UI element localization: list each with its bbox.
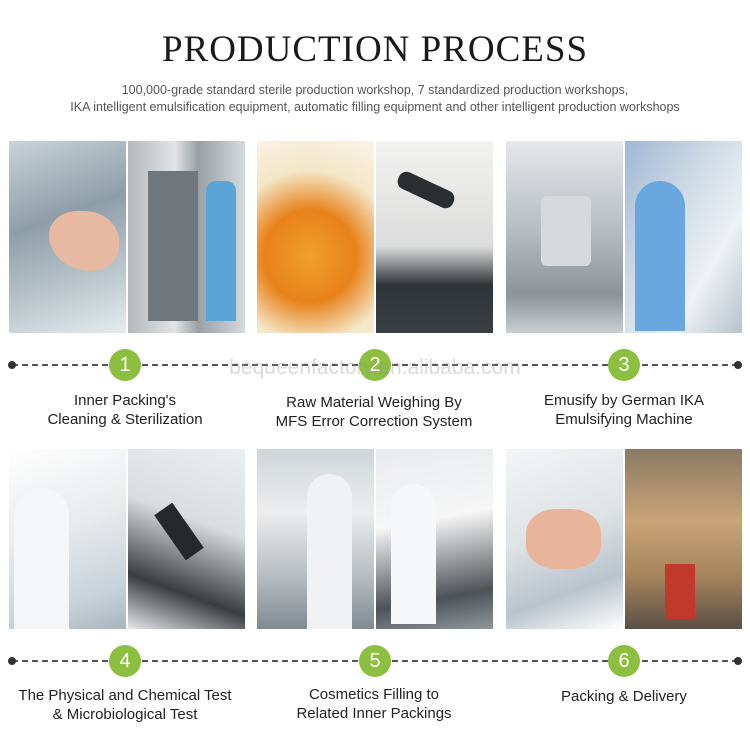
step-2-badge: 2 [359, 349, 391, 381]
subtitle-line-1: 100,000-grade standard sterile productio… [121, 83, 629, 97]
timeline-start-dot [8, 657, 16, 665]
filling-machine-photo [374, 449, 493, 629]
cleaning-photo [9, 141, 126, 333]
step-6-photo [506, 449, 742, 629]
timeline-end-dot [734, 361, 742, 369]
step-5-badge: 5 [359, 645, 391, 677]
step-6-badge: 6 [608, 645, 640, 677]
emulsifier-machine-photo [506, 141, 623, 333]
step-4-badge: 4 [109, 645, 141, 677]
step-2-caption: Raw Material Weighing By MFS Error Corre… [275, 394, 473, 430]
step-5-photo [257, 449, 493, 629]
raw-material-photo [257, 141, 374, 333]
step-4-photo [9, 449, 245, 629]
page-subtitle: 100,000-grade standard sterile productio… [0, 82, 750, 116]
operator-photo [623, 141, 742, 333]
step-3-badge: 3 [608, 349, 640, 381]
step-1-photo [9, 141, 245, 333]
sterilization-cabinet-photo [126, 141, 245, 333]
timeline-start-dot [8, 361, 16, 369]
step-6-caption: Packing & Delivery [561, 688, 687, 705]
weighing-scanner-photo [374, 141, 493, 333]
step-2-photo [257, 141, 493, 333]
step-5-caption: Cosmetics Filling to Related Inner Packi… [296, 686, 452, 722]
packing-tray-photo [506, 449, 623, 629]
step-3-photo [506, 141, 742, 333]
step-3-caption: Emusify by German IKA Emulsifying Machin… [543, 392, 705, 428]
filling-line-photo [257, 449, 374, 629]
microscope-photo [126, 449, 245, 629]
timeline-end-dot [734, 657, 742, 665]
warehouse-delivery-photo [623, 449, 742, 629]
step-4-caption: The Physical and Chemical Test & Microbi… [18, 687, 232, 723]
step-1-badge: 1 [109, 349, 141, 381]
step-1-caption: Inner Packing's Cleaning & Sterilization [47, 392, 203, 428]
page-title: PRODUCTION PROCESS [161, 29, 589, 70]
subtitle-line-2: IKA intelligent emulsification equipment… [70, 100, 680, 114]
lab-test-photo [9, 449, 126, 629]
